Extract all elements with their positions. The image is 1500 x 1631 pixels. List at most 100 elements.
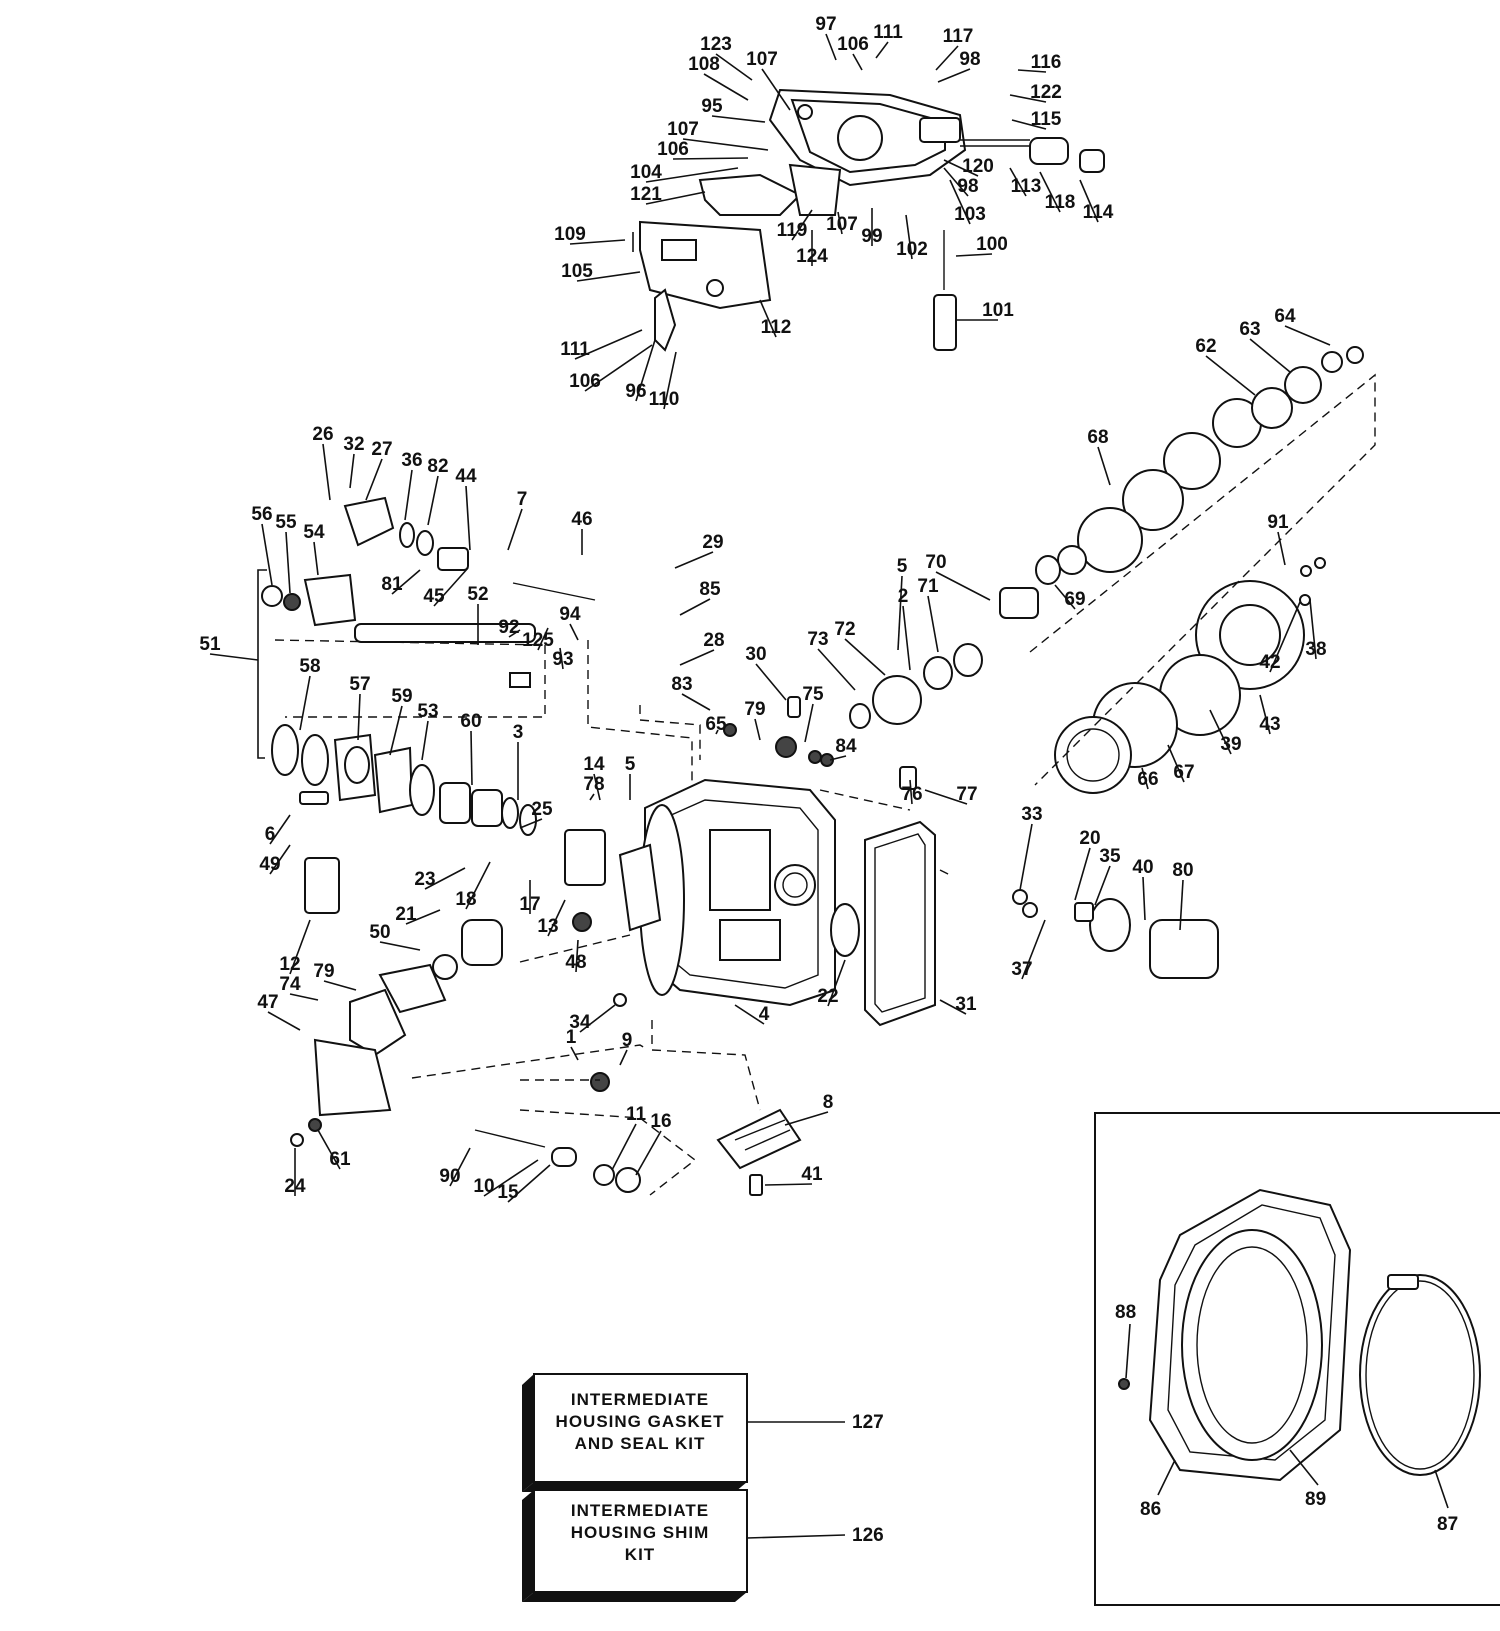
leader-68 (1097, 446, 1111, 486)
leader-72 (844, 638, 886, 676)
gasket-33 (864, 820, 936, 1027)
leader-91 (1277, 531, 1286, 566)
leader-114 (1079, 179, 1099, 223)
leader-76 (909, 779, 913, 805)
leader-64 (1284, 325, 1331, 346)
leader-51 (209, 653, 259, 661)
leader-112 (759, 299, 777, 338)
callout-46: 46 (571, 509, 592, 530)
callout-107: 107 (826, 214, 858, 235)
callout-27: 27 (371, 439, 392, 460)
callout-100: 100 (976, 234, 1008, 255)
callout-77: 77 (956, 784, 977, 805)
callout-72: 72 (834, 619, 855, 640)
leader-14 (593, 773, 601, 801)
callout-79: 79 (313, 961, 334, 982)
callout-4: 4 (759, 1004, 770, 1025)
callout-40: 40 (1132, 857, 1153, 878)
leader-63 (1249, 338, 1291, 373)
callout-111: 111 (560, 339, 590, 360)
callout-117: 117 (943, 26, 974, 47)
leader-77 (924, 789, 968, 805)
callout-62: 62 (1195, 336, 1216, 357)
leader-111 (574, 329, 643, 360)
leader-26 (322, 443, 331, 501)
callout-29: 29 (702, 532, 723, 553)
leader-7 (507, 508, 523, 551)
callout-110: 110 (649, 389, 680, 410)
leader-34 (579, 1004, 616, 1033)
callout-25: 25 (531, 799, 553, 820)
callout-33: 33 (1021, 804, 1042, 825)
callout-98: 98 (959, 49, 980, 70)
leader-75 (804, 703, 814, 743)
kit-box-gasket-seal: INTERMEDIATE HOUSING GASKET AND SEAL KIT… (522, 1373, 884, 1492)
leader-83 (681, 693, 711, 711)
leader-45 (433, 567, 469, 607)
leader-107 (682, 138, 769, 151)
callout-5: 5 (897, 556, 908, 577)
callout-41: 41 (801, 1164, 823, 1185)
callout-107: 107 (746, 49, 778, 70)
leader-50 (379, 941, 421, 951)
callout-104: 104 (630, 162, 662, 183)
leader-106 (672, 157, 749, 160)
callout-121: 121 (630, 184, 662, 205)
leader-96 (635, 339, 656, 402)
leader-18 (465, 861, 491, 910)
leader-61 (317, 1129, 341, 1170)
callout-21: 21 (395, 904, 417, 925)
callout-28: 28 (703, 630, 724, 651)
callout-86: 86 (1140, 1499, 1161, 1520)
callout-92: 92 (498, 617, 519, 638)
leader-90 (449, 1147, 471, 1187)
callout-106: 106 (837, 34, 869, 55)
assembly-outlines (274, 373, 1376, 1196)
callout-75: 75 (802, 684, 824, 705)
leader-23 (424, 867, 466, 890)
callout-87: 87 (1437, 1514, 1458, 1535)
leader-40 (1142, 876, 1146, 921)
callout-18: 18 (455, 889, 476, 910)
leader-65 (715, 729, 719, 735)
leader-74 (289, 993, 319, 1001)
leader-25 (519, 818, 543, 829)
callout-39: 39 (1220, 734, 1241, 755)
leader-107 (837, 211, 843, 235)
leader-13 (547, 899, 566, 937)
leader-100 (955, 253, 993, 257)
leader-54 (313, 541, 319, 576)
callout-114: 114 (1083, 202, 1114, 223)
callout-111: 111 (873, 22, 903, 43)
leader-8 (784, 1111, 829, 1126)
callout-83: 83 (671, 674, 692, 695)
kit-2-number: 126 (852, 1525, 884, 1546)
kit-2-line-1: INTERMEDIATE (571, 1501, 709, 1520)
callout-105: 105 (561, 261, 593, 282)
callout-42: 42 (1259, 652, 1280, 673)
callout-2: 2 (898, 586, 909, 607)
callout-10: 10 (473, 1176, 494, 1197)
inset-callouts: 88 86 89 87 (1115, 1302, 1458, 1535)
leader-37 (1021, 919, 1046, 980)
leader-38 (1309, 599, 1317, 660)
callout-63: 63 (1239, 319, 1260, 340)
right-parts (723, 346, 1364, 979)
kit-2-line-3: KIT (625, 1545, 655, 1564)
leader-105 (576, 271, 641, 282)
callout-36: 36 (401, 450, 422, 471)
callout-49: 49 (259, 854, 280, 875)
callout-115: 115 (1031, 109, 1062, 130)
callout-116: 116 (1031, 52, 1062, 73)
leader-4 (734, 1004, 765, 1025)
leader-48 (575, 939, 579, 973)
callout-26: 26 (312, 424, 333, 445)
leader-10 (483, 1159, 539, 1197)
callout-93: 93 (552, 649, 573, 670)
leader-113 (1009, 167, 1027, 197)
callout-5: 5 (625, 754, 636, 775)
callout-81: 81 (381, 574, 403, 595)
leader-85 (679, 598, 711, 616)
kit-box-shim: INTERMEDIATE HOUSING SHIM KIT 126 (522, 1489, 884, 1602)
callout-59: 59 (391, 686, 412, 707)
